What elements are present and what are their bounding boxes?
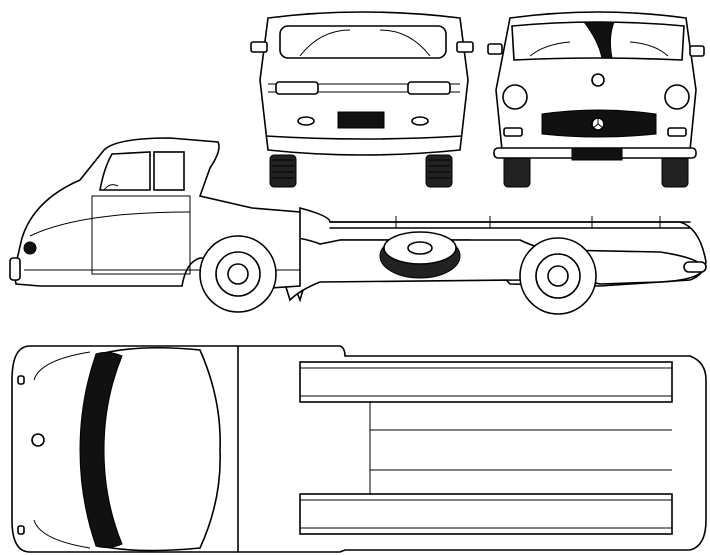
side-front-wheel [199, 235, 277, 313]
rear-view [250, 11, 474, 188]
front-tire-right [661, 154, 689, 188]
front-mirror-left [487, 43, 503, 55]
front-view [487, 11, 705, 188]
headlight-right [664, 84, 690, 110]
top-rail-lower [299, 493, 673, 535]
rear-mirror-left [250, 41, 268, 53]
side-window [99, 151, 151, 191]
side-view [9, 137, 707, 315]
top-view [11, 345, 707, 553]
top-star-emblem [31, 433, 45, 447]
front-mirror-right [689, 45, 705, 57]
rear-mirror-right [456, 41, 474, 53]
rear-plate [337, 111, 385, 129]
side-deck-rail [329, 221, 691, 229]
rear-light-left [275, 81, 319, 95]
rear-window [279, 25, 447, 59]
headlight-left [502, 84, 528, 110]
top-rail-upper [299, 361, 673, 403]
front-tire-left [503, 154, 531, 188]
rear-light-right [407, 81, 451, 95]
top-windshield [79, 351, 123, 549]
rear-tire-left [269, 154, 297, 188]
spare-tire [379, 231, 461, 279]
front-plate [571, 147, 623, 161]
side-rear-wheel [519, 237, 597, 315]
rear-tire-right [425, 154, 453, 188]
